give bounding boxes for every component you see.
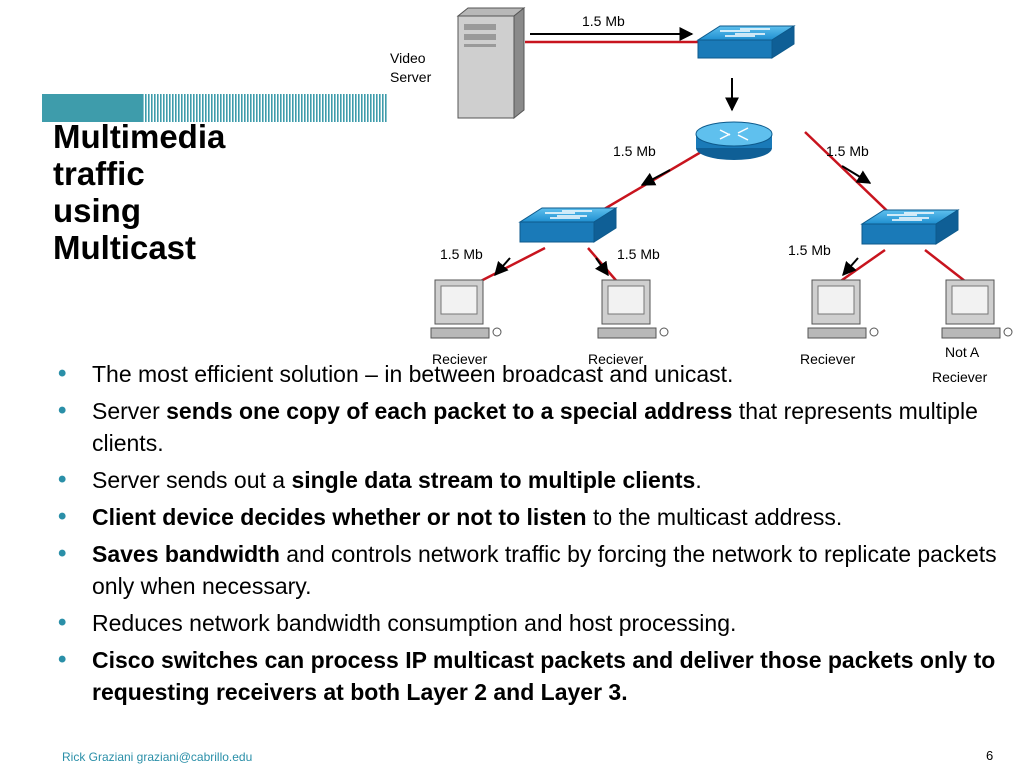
title-line-2: traffic: [53, 155, 145, 192]
bullet-item: • Server sends one copy of each packet to…: [58, 395, 1008, 459]
title-line-3: using: [53, 192, 141, 229]
stripe-pattern: [142, 94, 387, 122]
teal-block: [42, 94, 142, 122]
bullet-dot-icon: •: [58, 540, 67, 567]
multicast-network-diagram: Video Server: [390, 6, 1013, 385]
server-label-2: Server: [390, 69, 432, 85]
link-switch-pc2: [587, 247, 621, 286]
bullet-dot-icon: •: [58, 609, 67, 636]
footer-author: Rick Graziani graziani@cabrillo.edu: [62, 750, 253, 764]
bullet-dot-icon: •: [58, 397, 67, 424]
title-line-4: Multicast: [53, 229, 197, 266]
receiver-label: Reciever: [588, 351, 644, 367]
computer-icon: [941, 279, 1013, 339]
bullet-item: • Client device decides whether or not to…: [58, 501, 1008, 533]
computer-icon: [597, 279, 669, 339]
bandwidth-label: 1.5 Mb: [440, 246, 483, 262]
slide-title: Multimedia traffic using Multicast: [53, 118, 353, 266]
bullet-text: that represents multiple clients.: [92, 398, 978, 456]
bandwidth-label: 1.5 Mb: [826, 143, 869, 159]
bullet-item: • Reduces network bandwidth consumption a…: [58, 607, 1008, 639]
bullet-item: • Saves bandwidth and controls network tr…: [58, 538, 1008, 602]
title-line-1: Multimedia: [53, 118, 226, 155]
server-icon: [456, 6, 526, 120]
bullet-text: and controls network traffic by forcing …: [92, 541, 997, 599]
not-receiver-label-1: Not A: [945, 344, 980, 360]
server-label-1: Video: [390, 50, 426, 66]
switch-icon: [860, 209, 960, 245]
computer-icon: [430, 279, 502, 339]
switch-icon: [696, 25, 796, 59]
network-links: [472, 40, 971, 287]
bullet-text-bold: single data stream to multiple clients: [291, 467, 696, 493]
bullet-text-bold: Client device decides whether or not to …: [92, 504, 587, 530]
bullet-text-bold: Cisco switches can process IP multicast …: [92, 647, 996, 705]
link-switch-pc3: [834, 248, 886, 287]
bandwidth-label: 1.5 Mb: [617, 246, 660, 262]
receiver-label: Reciever: [432, 351, 488, 367]
bullet-text: The most efficient solution – in between…: [92, 361, 734, 387]
bullet-dot-icon: •: [58, 360, 67, 387]
bullet-text: Reduces network bandwidth consumption an…: [92, 610, 737, 636]
bandwidth-label: 1.5 Mb: [788, 242, 831, 258]
page-number: 6: [986, 748, 994, 763]
header-decoration: [42, 94, 387, 122]
receiver-label: Reciever: [800, 351, 856, 367]
computer-icon: [807, 279, 879, 339]
bullet-list: • The most efficient solution – in betwee…: [58, 358, 1008, 713]
bullet-dot-icon: •: [58, 466, 67, 493]
link-switch-pc1: [472, 246, 546, 287]
bullet-text-bold: sends one copy of each packet to a speci…: [166, 398, 733, 424]
router-icon: [695, 121, 773, 160]
bullet-dot-icon: •: [58, 646, 67, 673]
not-receiver-label-2: Reciever: [932, 369, 988, 385]
arrow-icon: [494, 27, 872, 277]
bullet-text-bold: Saves bandwidth: [92, 541, 280, 567]
bandwidth-label: 1.5 Mb: [582, 13, 625, 29]
bullet-dot-icon: •: [58, 503, 67, 530]
bullet-item: • Cisco switches can process IP multicast…: [58, 644, 1008, 708]
switch-icon: [518, 207, 618, 243]
bullet-text: .: [695, 467, 702, 493]
link-switch-pc4: [924, 249, 971, 286]
bullet-text: to the multicast address.: [586, 504, 843, 530]
bullet-item: • Server sends out a single data stream t…: [58, 464, 1008, 496]
bullet-text: Server: [92, 398, 167, 424]
bandwidth-label: 1.5 Mb: [613, 143, 656, 159]
bullet-item: • The most efficient solution – in betwee…: [58, 358, 1008, 390]
bullet-text: Server sends out a: [92, 467, 292, 493]
